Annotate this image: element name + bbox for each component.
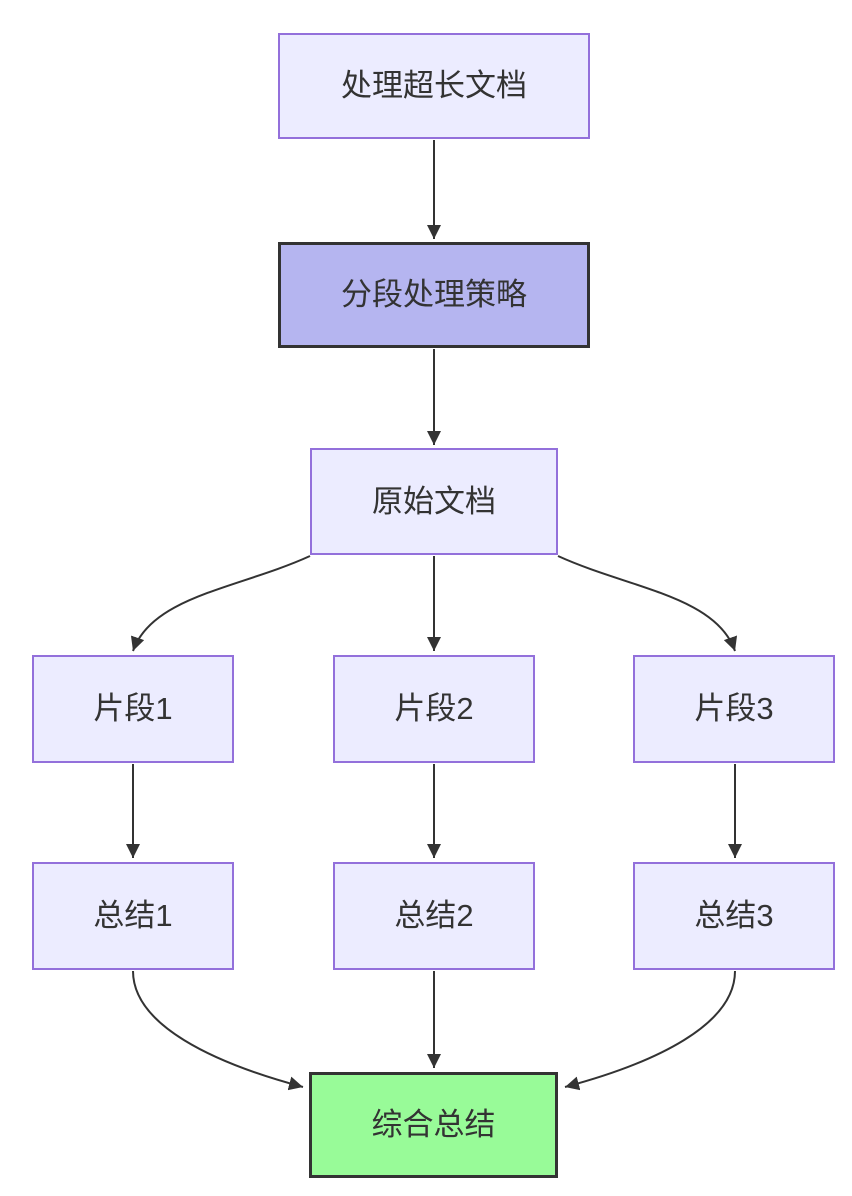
node-chunk1: 片段1 (32, 655, 234, 763)
node-strategy: 分段处理策略 (278, 242, 590, 348)
node-original: 原始文档 (310, 448, 558, 555)
edge-original-chunk1 (130, 555, 311, 652)
node-summary3: 总结3 (633, 862, 835, 970)
node-doc: 处理超长文档 (278, 33, 590, 139)
node-final: 综合总结 (309, 1072, 558, 1178)
node-chunk2: 片段2 (333, 655, 535, 763)
node-summary2: 总结2 (333, 862, 535, 970)
node-summary1: 总结1 (32, 862, 234, 970)
edge-summary1-final (132, 970, 304, 1091)
edge-summary3-final (564, 970, 736, 1091)
edge-original-chunk3 (557, 555, 738, 652)
node-chunk3: 片段3 (633, 655, 835, 763)
